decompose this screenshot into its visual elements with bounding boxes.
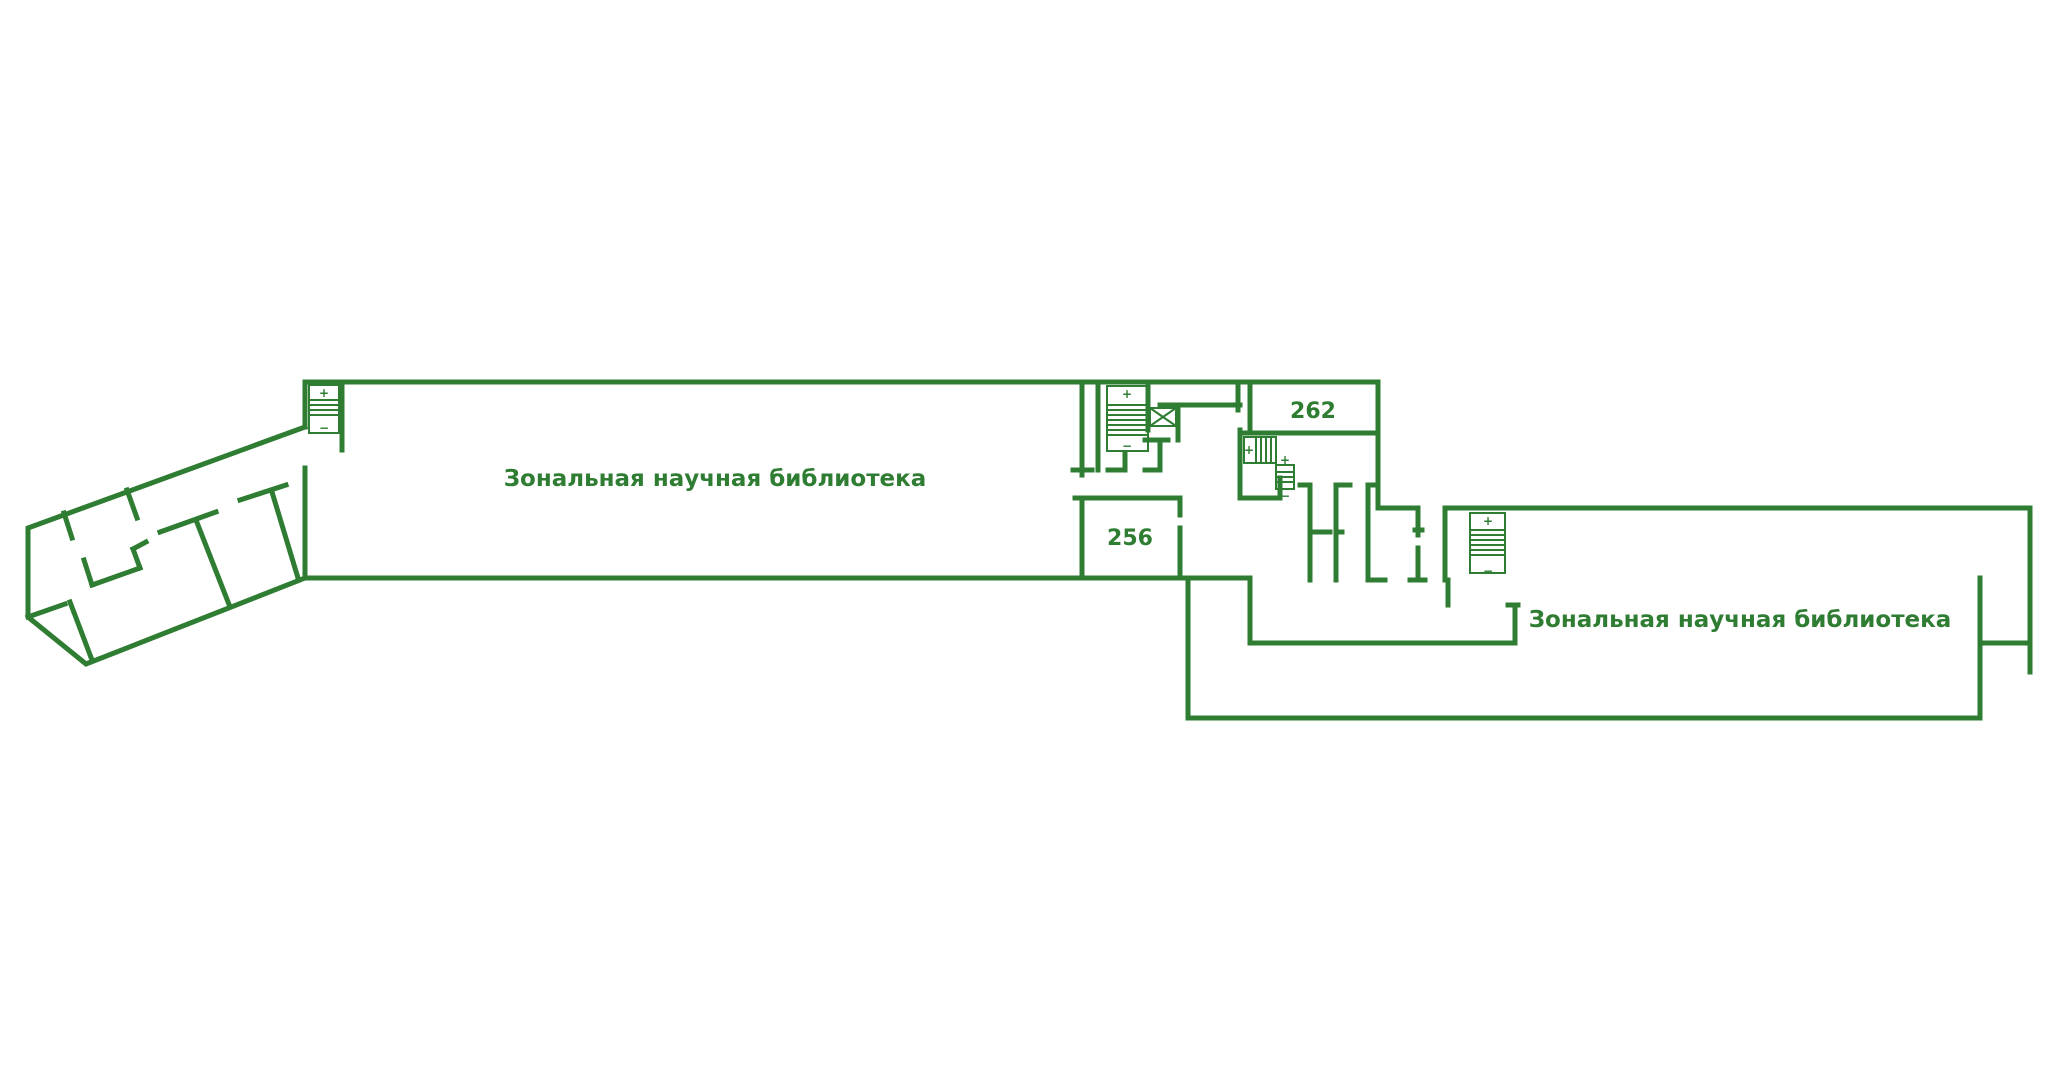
stair-up-sign: +: [1280, 453, 1290, 467]
wall-west-partition-10: [268, 488, 302, 582]
stair-up-sign: +: [1122, 387, 1132, 401]
wall-west-wing-outline: [25, 423, 309, 667]
stair-down-sign: −: [1280, 489, 1290, 503]
wall-corridor-15: [1442, 505, 1451, 608]
wall-west-partition-8: [192, 516, 234, 611]
elevator-frame: [1149, 407, 1177, 427]
stair-east-frame: [1469, 512, 1506, 574]
room-label-library-west: Зональная научная библиотека: [504, 466, 927, 492]
stair-nw-steps: [309, 399, 339, 416]
stair-central: + −: [1106, 385, 1149, 453]
stair-down-sign: −: [1483, 564, 1493, 578]
wall-west-partition-2: [80, 556, 96, 589]
elevator-symbol: [1149, 407, 1177, 427]
wall-core-4: [1105, 450, 1128, 473]
wall-east-library-inner: [1247, 575, 1518, 646]
plan-walls: [24, 379, 2033, 721]
wall-west-partition-11: [24, 600, 69, 621]
stair-up-sign: +: [319, 386, 329, 400]
stair-east: + −: [1469, 512, 1506, 578]
stair-down-sign: −: [319, 421, 329, 435]
wall-west-partition-5: [129, 545, 144, 572]
wall-west-partition-4: [88, 564, 144, 589]
wall-west-partition-1: [60, 509, 76, 542]
stair-up-sign: +: [1244, 443, 1254, 457]
elevator-cross: [1149, 407, 1177, 427]
stair-down-sign: −: [1122, 439, 1132, 453]
plan-labels: Зональная научная библиотека Зональная н…: [504, 399, 1952, 633]
plan-fixtures: + − + − +: [308, 384, 1506, 578]
stair-central-frame: [1106, 385, 1149, 452]
room-number-256: 256: [1107, 526, 1153, 551]
stair-up-sign: +: [1483, 514, 1493, 528]
stair-mid: + + −: [1243, 436, 1295, 503]
wall-west-partition-12: [66, 598, 96, 664]
wall-core-5: [1142, 437, 1163, 473]
room-number-262: 262: [1290, 399, 1336, 424]
wall-west-partition-6: [129, 538, 150, 553]
stair-nw: + −: [308, 384, 340, 435]
wall-west-partition-9: [236, 481, 290, 504]
wall-west-partition-3: [123, 486, 141, 522]
wall-west-library-top: [302, 379, 1381, 511]
room-label-library-east: Зональная научная библиотека: [1529, 607, 1952, 633]
wall-west-partition-7: [156, 508, 220, 536]
